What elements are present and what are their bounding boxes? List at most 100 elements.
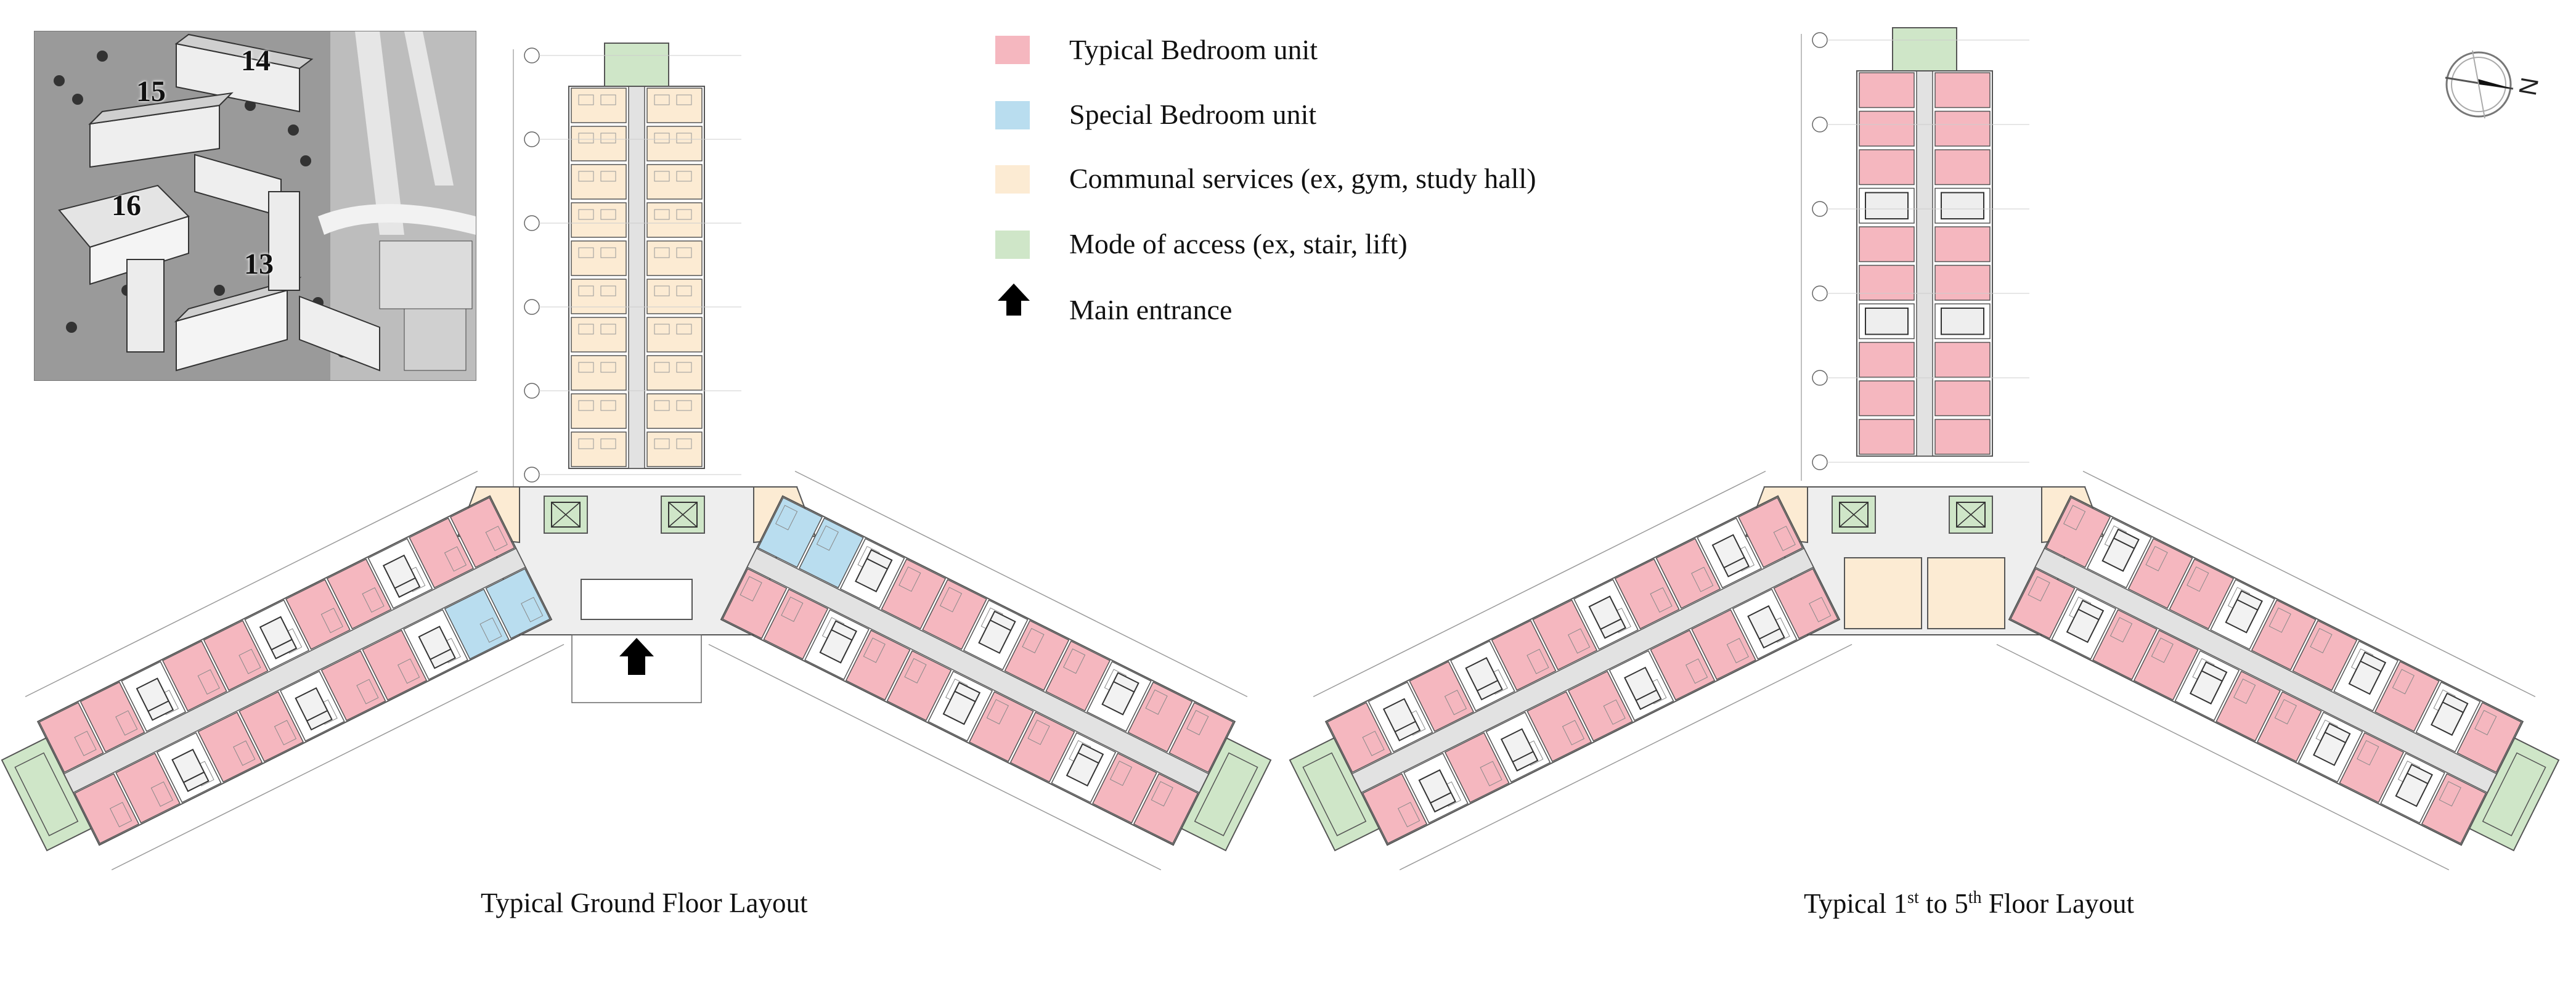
desk-mark <box>654 438 670 449</box>
stair-line <box>306 710 328 722</box>
furniture-mark <box>1109 761 1133 786</box>
stair-line <box>1113 681 1135 693</box>
stair-line <box>2201 670 2223 682</box>
room-unit <box>2256 691 2322 762</box>
room-unit <box>320 650 386 721</box>
desk-mark <box>654 94 670 105</box>
legend-swatch-communal <box>995 165 1030 194</box>
dimension-line <box>111 643 565 871</box>
desk-mark <box>578 324 594 335</box>
desk-mark <box>600 247 616 258</box>
furniture-mark <box>863 637 886 663</box>
ground-left-wing <box>1 470 565 871</box>
access-block <box>1892 27 1957 71</box>
furniture-mark <box>274 720 297 746</box>
furniture-mark <box>2474 709 2497 735</box>
furniture-mark <box>1362 730 1385 756</box>
stair-line <box>2236 599 2258 611</box>
furniture-mark <box>397 658 420 684</box>
desk-mark <box>600 400 616 411</box>
stair-core <box>418 626 456 669</box>
desk-mark <box>676 285 692 296</box>
spine-room <box>646 279 703 314</box>
furniture-mark <box>238 648 261 674</box>
spine-room <box>571 202 627 238</box>
room-unit <box>2127 537 2193 609</box>
desk-mark <box>654 285 670 296</box>
spine-room <box>571 126 627 161</box>
spine-room <box>571 355 627 391</box>
room-unit <box>485 568 551 639</box>
upper-caption-prefix: Typical 1 <box>1804 888 1908 919</box>
stair-core <box>1465 657 1503 701</box>
desk-mark <box>676 94 692 105</box>
furniture-mark <box>781 597 804 622</box>
access-inner <box>2482 752 2546 836</box>
room-unit <box>1532 599 1598 671</box>
upper-floor-plan <box>1289 27 2560 871</box>
room-unit <box>2251 599 2317 671</box>
stair-line <box>1395 720 1416 733</box>
stair-line <box>271 639 293 651</box>
furniture-mark <box>1691 566 1714 592</box>
desk-mark <box>578 362 594 373</box>
room-unit <box>285 579 351 650</box>
stair-core <box>2101 528 2140 572</box>
dimension-line <box>2082 470 2536 698</box>
room-unit <box>2092 609 2158 680</box>
dimension-line <box>1313 470 1766 698</box>
stair-core <box>1382 698 1421 741</box>
room-unit <box>1362 773 1428 844</box>
room-unit <box>1737 497 1803 568</box>
grid-bubble <box>524 131 540 147</box>
desk-mark <box>600 133 616 144</box>
furniture-mark <box>1773 526 1796 552</box>
desk-mark <box>676 400 692 411</box>
spine-room <box>646 393 703 429</box>
desk-mark <box>600 171 616 182</box>
building-label-15: 15 <box>136 75 166 108</box>
access-block <box>2468 737 2560 852</box>
stair-core <box>2225 590 2263 634</box>
room-unit <box>1773 568 1839 639</box>
spine-room <box>646 317 703 353</box>
furniture-mark <box>1151 781 1173 807</box>
desk-mark <box>578 171 594 182</box>
furniture-mark <box>479 617 502 643</box>
stair-core <box>136 677 174 721</box>
furniture-mark <box>1562 720 1585 746</box>
desk-mark <box>600 438 616 449</box>
spine-room <box>1934 110 1991 147</box>
spine-room <box>1934 380 1991 417</box>
upper-right-wing <box>1996 470 2560 871</box>
upper-caption-suffix: Floor Layout <box>1981 888 2135 919</box>
spine-room <box>1859 380 1915 417</box>
room-unit <box>881 558 947 630</box>
stair-core <box>1865 308 1909 335</box>
stair-line <box>183 771 205 783</box>
stair-line <box>1477 680 1498 692</box>
grid-bubble <box>1812 454 1828 470</box>
lift-shaft <box>551 502 581 528</box>
desk-mark <box>578 247 594 258</box>
stair-line <box>1759 628 1780 640</box>
spine-room <box>646 355 703 391</box>
stair-core <box>1747 605 1785 649</box>
stair-core <box>1865 192 1909 219</box>
legend-label-access: Mode of access (ex, stair, lift) <box>1069 228 1408 259</box>
furniture-mark <box>986 699 1009 725</box>
legend-label-special-bedroom: Special Bedroom unit <box>1069 99 1317 130</box>
spine-room <box>1859 72 1915 108</box>
main-entrance-arrow-icon <box>619 638 654 675</box>
room-unit <box>1650 629 1716 701</box>
ground-right-wing <box>708 470 1272 871</box>
building-label-13: 13 <box>244 248 274 280</box>
room-unit <box>2010 568 2076 639</box>
room-unit <box>968 691 1034 762</box>
desk-mark <box>600 285 616 296</box>
north-compass-icon <box>2445 50 2514 119</box>
spine-room <box>1859 341 1915 378</box>
grid-bubble <box>524 47 540 63</box>
building-label-16: 16 <box>112 189 141 222</box>
furniture-mark <box>899 566 921 592</box>
